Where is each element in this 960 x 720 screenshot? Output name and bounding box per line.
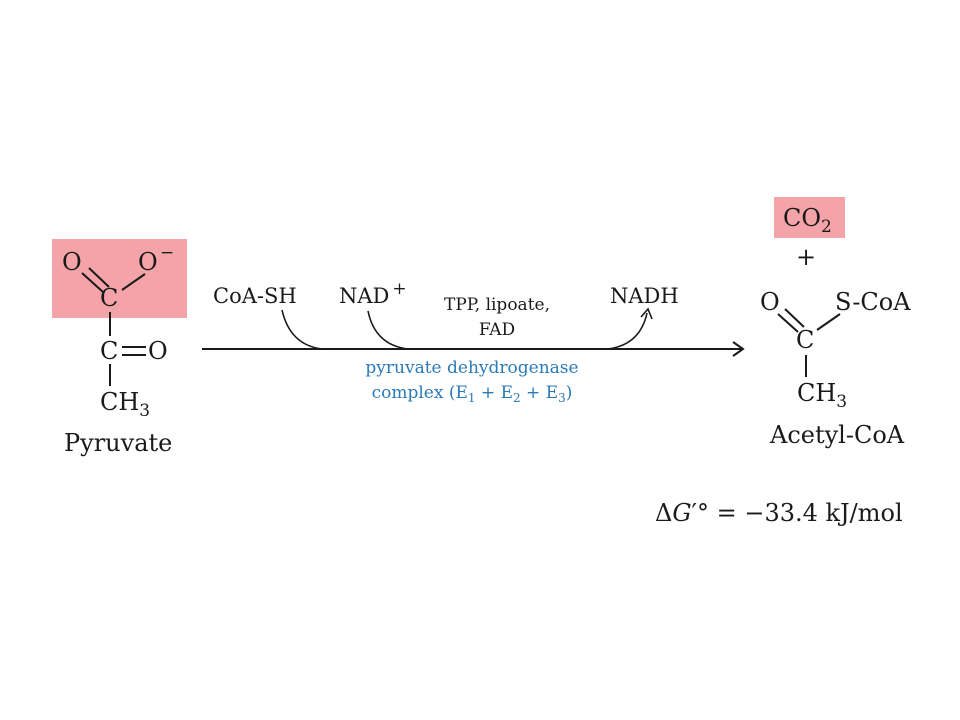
free-energy-equation: ΔG′° = −33.4 kJ/mol (655, 499, 903, 527)
bond-acetyl-c-o-a (777, 313, 799, 333)
prime-degree: ′° (692, 499, 709, 527)
delta-symbol: Δ (655, 499, 672, 527)
reaction-arrow (202, 307, 745, 357)
pyruvate-structure: O O − C C O CH3 Pyruvate (52, 239, 187, 457)
nadh-label: NADH (610, 284, 679, 308)
plus-sign: + (796, 243, 816, 271)
enzyme-plus-e2: + E (476, 383, 513, 403)
g-symbol: G (672, 499, 691, 527)
enzyme-name-line-2: complex (E1 + E2 + E3) (372, 383, 573, 405)
cofactors-line-1: TPP, lipoate, (444, 295, 550, 315)
enzyme-e1-subscript: 1 (468, 391, 476, 405)
enzyme-e2-subscript: 2 (513, 391, 521, 405)
acetyl-methyl: CH3 (797, 379, 847, 412)
products: CO2 + O S-CoA C CH3 Acetyl-CoA (760, 197, 911, 449)
free-energy-value: = −33.4 kJ/mol (709, 499, 903, 527)
pyruvate-methyl: CH3 (100, 388, 150, 421)
acetyl-scoa: S-CoA (835, 288, 911, 316)
nadh-arrowhead (640, 307, 653, 320)
enzyme-e3-subscript: 3 (558, 391, 566, 405)
carboxylate-highlight (52, 239, 187, 318)
main-arrowhead (732, 341, 745, 357)
bond-c1-o2 (121, 273, 146, 291)
acetyl-oxygen: O (760, 288, 780, 316)
pyruvate-oxygen-left: O (62, 248, 82, 276)
pyruvate-oxygen-right: O (138, 248, 158, 276)
acetyl-methyl-subscript: 3 (836, 392, 847, 412)
pyruvate-keto-oxygen: O (148, 337, 168, 365)
nad-label: NAD+ (339, 279, 407, 308)
enzyme-plus-e3: + E (521, 383, 558, 403)
enzyme-name-line-1: pyruvate dehydrogenase (365, 358, 578, 378)
bond-c1-o1-b (88, 267, 110, 288)
enzyme-complex-prefix: complex (E (372, 383, 468, 403)
co2-subscript: 2 (821, 217, 832, 237)
pyruvate-keto-carbon: C (100, 337, 118, 365)
acetyl-carbon: C (796, 326, 814, 354)
pyruvate-carboxyl-carbon: C (100, 284, 118, 312)
nad-superscript: + (392, 279, 406, 299)
co2-label: CO2 (783, 204, 832, 237)
pyruvate-negative-charge: − (160, 243, 174, 263)
enzyme-close-paren: ) (566, 383, 573, 403)
nadh-curve (607, 312, 648, 350)
pyruvate-methyl-ch: CH (100, 388, 139, 416)
nad-curve (367, 310, 409, 350)
bond-c1-o1-a (81, 272, 104, 293)
cofactors-line-2: FAD (479, 320, 515, 340)
coa-sh-label: CoA-SH (213, 284, 297, 308)
nad-text: NAD (339, 284, 389, 308)
co2-highlight (774, 197, 845, 238)
acetyl-methyl-ch: CH (797, 379, 836, 407)
pyruvate-name: Pyruvate (64, 429, 172, 457)
pyruvate-methyl-subscript: 3 (139, 401, 150, 421)
acetyl-coa-name: Acetyl-CoA (769, 421, 905, 449)
co2-text: CO (783, 204, 821, 232)
bond-acetyl-c-s (816, 313, 841, 331)
coa-sh-curve (281, 309, 323, 350)
bond-acetyl-c-o-b (784, 308, 805, 328)
